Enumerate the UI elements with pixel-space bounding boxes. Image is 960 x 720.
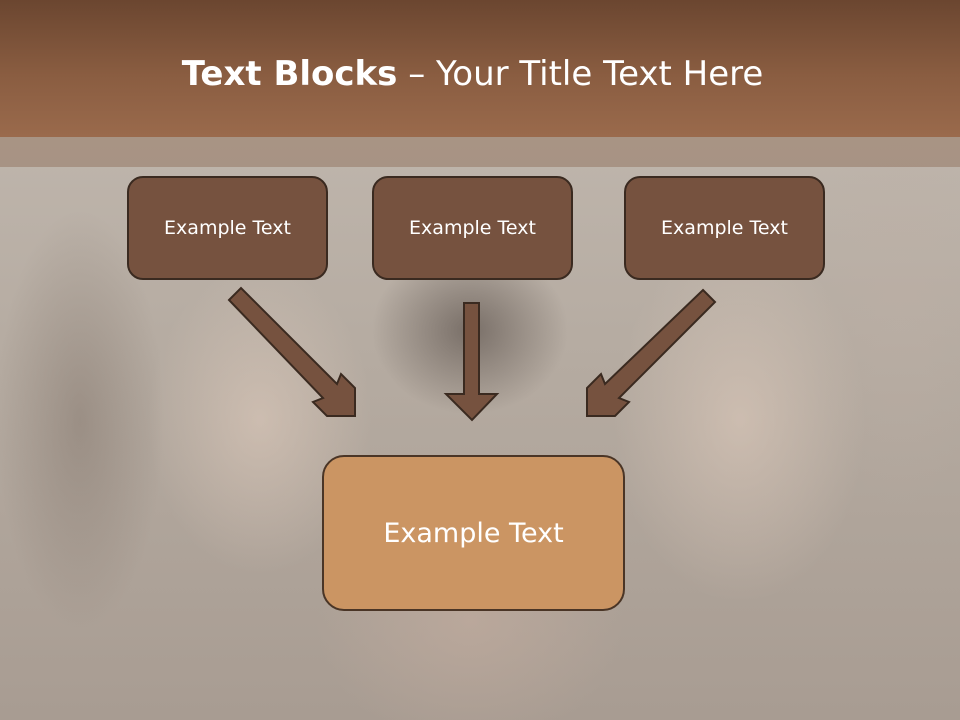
title-strip — [0, 137, 960, 167]
text-block-2[interactable]: Example Text — [372, 176, 573, 280]
title-bar — [0, 0, 960, 137]
text-block-2-label: Example Text — [409, 217, 536, 239]
text-block-main[interactable]: Example Text — [322, 455, 625, 611]
text-block-1[interactable]: Example Text — [127, 176, 328, 280]
text-block-3-label: Example Text — [661, 217, 788, 239]
text-block-1-label: Example Text — [164, 217, 291, 239]
title-dash: – — [397, 54, 437, 94]
text-block-main-label: Example Text — [383, 517, 564, 549]
slide-title: Text Blocks – Your Title Text Here — [0, 52, 945, 96]
title-bold: Text Blocks — [181, 54, 398, 94]
title-rest: Your Title Text Here — [436, 54, 764, 94]
text-block-3[interactable]: Example Text — [624, 176, 825, 280]
